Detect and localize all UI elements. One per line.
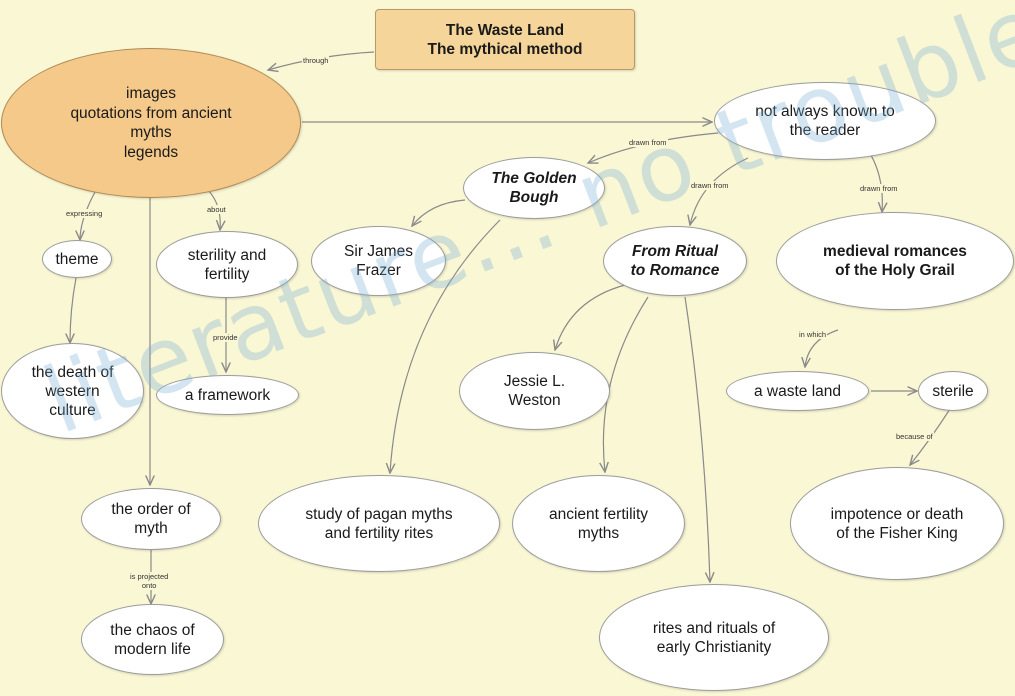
node-images-myths-legends: images quotations from ancient myths leg…: [1, 48, 301, 198]
node-framework: a framework: [156, 375, 299, 415]
node-sterile: sterile: [918, 371, 988, 411]
node-not-always-known: not always known to the reader: [714, 82, 936, 160]
node-order-of-myth: the order of myth: [81, 488, 221, 550]
link-label-drawn-from-3: drawn from: [859, 184, 899, 193]
node-chaos-of-modern-life: the chaos of modern life: [81, 604, 224, 675]
node-rites-early-christianity: rites and rituals of early Christianity: [599, 584, 829, 691]
link-label-is-projected-onto: is projected onto: [129, 572, 170, 590]
node-golden-bough: The Golden Bough: [463, 157, 605, 219]
node-theme: theme: [42, 240, 112, 278]
link-label-through: through: [302, 56, 330, 65]
node-from-ritual-to-romance: From Ritual to Romance: [603, 226, 747, 296]
link-label-drawn-from-2: drawn from: [690, 181, 730, 190]
edge-goldenbough-pagan: [390, 219, 501, 473]
node-fisher-king: impotence or death of the Fisher King: [790, 467, 1004, 580]
link-label-in-which: in which: [798, 330, 828, 339]
node-death-of-western-culture: the death of western culture: [1, 343, 144, 439]
node-sir-james-frazer: Sir James Frazer: [311, 226, 446, 296]
node-pagan-myths-fertility-rites: study of pagan myths and fertility rites: [258, 475, 500, 572]
edge-notalways-fromritual: [690, 157, 749, 225]
link-label-because-of: because of: [895, 432, 934, 441]
edge-medieval-wasteland: [805, 329, 839, 367]
node-sterility-and-fertility: sterility and fertility: [156, 231, 298, 298]
edge-fromritual-ancient: [603, 296, 649, 472]
node-medieval-romances: medieval romances of the Holy Grail: [776, 212, 1014, 310]
node-ancient-fertility-myths: ancient fertility myths: [512, 475, 685, 572]
title-box: The Waste Land The mythical method: [375, 9, 635, 70]
node-jessie-weston: Jessie L. Weston: [459, 352, 610, 430]
link-label-provide: provide: [212, 333, 239, 342]
edge-fromritual-weston: [555, 284, 626, 350]
edge-images-theme: [80, 191, 96, 240]
node-waste-land: a waste land: [726, 371, 869, 411]
edge-fromritual-rites: [684, 296, 710, 582]
edge-goldenbough-frazer: [412, 199, 466, 226]
link-label-about: about: [206, 205, 227, 214]
link-label-expressing: expressing: [65, 209, 104, 218]
link-label-drawn-from-1: drawn from: [628, 138, 668, 147]
edge-theme-death: [70, 277, 77, 343]
